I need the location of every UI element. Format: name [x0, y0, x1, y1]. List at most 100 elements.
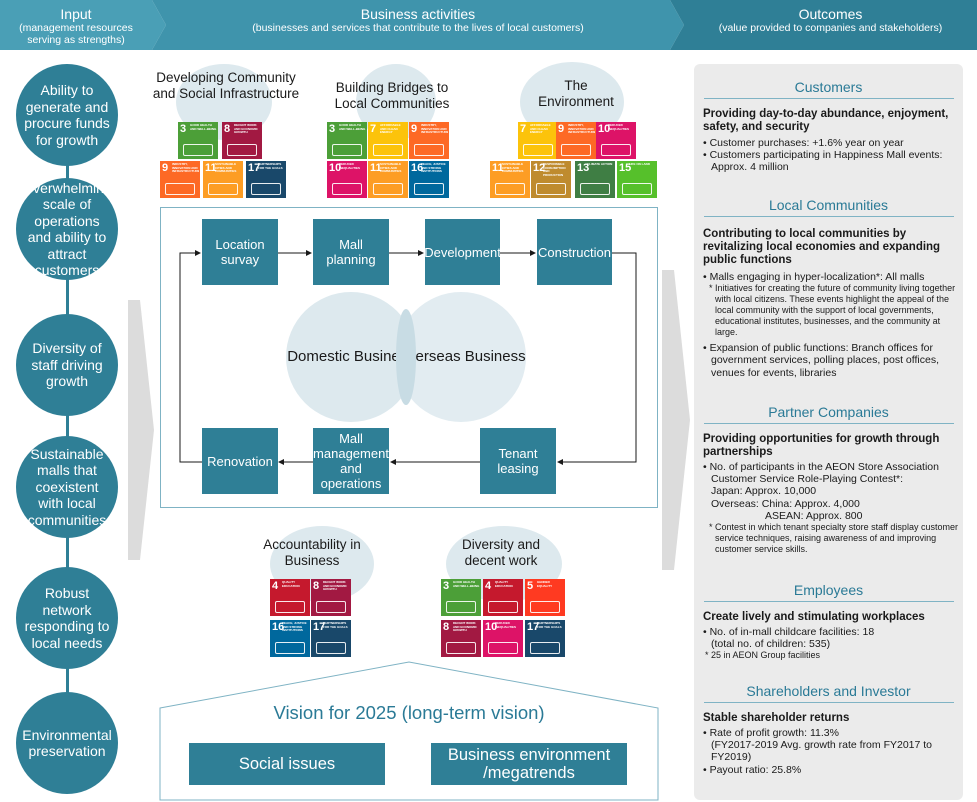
shareholders-payout: • Payout ratio: 25.8% [703, 763, 802, 776]
shareholders-heading: Stable shareholder returns [703, 712, 850, 724]
partners-contest: • No. of participants in the AEON Store … [703, 461, 939, 486]
partners-heading: Providing opportunities for growth throu… [703, 433, 940, 458]
vision-title: Vision for 2025 (long-term vision) [273, 702, 545, 723]
business-chevron [152, 0, 684, 50]
outcomes-header-title: Outcomes [798, 6, 863, 22]
business-environment-box: Business environment /megatrends [431, 743, 627, 785]
step-location-survey: Location survay [202, 219, 278, 285]
pillar-accountability: Accountability in Business [263, 537, 361, 568]
arrow-renovation-survey [179, 250, 202, 463]
domestic-business: Domestic Business [286, 292, 416, 422]
input-diversity: Diversity of staff driving growth [16, 314, 118, 416]
customers-purchases: • Customer purchases: +1.6% year on year [703, 137, 904, 149]
shareholders-title: Shareholders and Investor [746, 683, 911, 699]
communities-rule [704, 216, 954, 217]
employees-heading: Create lively and stimulating workplaces [703, 611, 925, 623]
business-header: Business activities (businesses and serv… [166, 0, 670, 50]
employees-children: (total no. of children: 535) [711, 638, 831, 651]
partners-rule [704, 423, 954, 424]
customers-heading: Providing day-to-day abundance, enjoymen… [703, 108, 949, 133]
step-mall-planning: Mall planning [313, 219, 389, 285]
outcomes-chevron [670, 0, 977, 50]
input-sustainable-malls: Sustainable malls that coexistent with l… [16, 436, 118, 538]
communities-malls: • Malls engaging in hyper-localization*:… [703, 271, 925, 283]
input-chevron [0, 0, 166, 50]
partners-title: Partner Companies [768, 404, 889, 420]
step-development: Development [424, 219, 501, 285]
customers-events: • Customers participating in Happiness M… [703, 149, 943, 174]
input-environment: Environmental preservation [16, 692, 118, 794]
step-renovation: Renovation [202, 428, 278, 494]
flow-arrow-left [128, 300, 154, 560]
partners-list: • No. of participants in the AEON Store … [703, 461, 961, 555]
outcomes-header: Outcomes (value provided to companies an… [684, 0, 977, 50]
step-construction: Construction [537, 219, 612, 285]
communities-public: • Expansion of public functions: Branch … [703, 342, 940, 379]
flow-arrow-right [662, 270, 690, 570]
input-scale: Overwhelming scale of operations and abi… [16, 178, 118, 280]
pillar-environment: The Environment [538, 78, 614, 109]
customers-list: • Customer purchases: +1.6% year on year… [703, 137, 961, 174]
input-funds: Ability to generate and procure funds fo… [16, 64, 118, 166]
pillar-community: Developing Community and Social Infrastr… [152, 70, 300, 101]
overseas-business: Overseas Business [396, 292, 526, 422]
customers-title: Customers [794, 79, 863, 95]
outcomes-header-subtitle: (value provided to companies and stakeho… [718, 22, 943, 34]
employees-list: • No. of in-mall childcare facilities: 1… [703, 626, 961, 661]
input-network: Robust network responding to local needs [16, 567, 118, 669]
outcomes-panel [694, 64, 963, 800]
partners-note: * Contest in which tenant specialty stor… [709, 522, 958, 555]
shareholders-list: • Rate of profit growth: 11.3% (FY2017-2… [703, 727, 961, 776]
social-issues-box: Social issues [189, 743, 385, 785]
communities-heading: Contributing to local communities by rev… [703, 228, 941, 266]
step-tenant-leasing: Tenant leasing [480, 428, 556, 494]
business-header-title: Business activities [360, 6, 476, 22]
inputs-connector [66, 100, 69, 750]
step-mall-management: Mall management and operations [313, 428, 389, 494]
communities-note: * Initiatives for creating the future of… [709, 283, 956, 338]
shareholders-growth-note: (FY2017-2019 Avg. growth rate from FY201… [711, 739, 933, 764]
business-header-subtitle: (businesses and services that contribute… [252, 22, 584, 34]
header-band [0, 0, 977, 50]
employees-childcare: • No. of in-mall childcare facilities: 1… [703, 626, 875, 638]
shareholders-profit-growth: • Rate of profit growth: 11.3% [703, 727, 839, 739]
employees-rule [704, 601, 954, 602]
partners-japan: Japan: Approx. 10,000 [711, 485, 817, 498]
communities-title: Local Communities [768, 197, 889, 213]
communities-list: • Malls engaging in hyper-localization*:… [703, 271, 961, 379]
employees-title: Employees [793, 582, 864, 598]
input-header-title: Input [60, 6, 92, 22]
partners-overseas: Overseas: China: Approx. 4,000 [711, 497, 860, 510]
shareholders-rule [704, 702, 954, 703]
input-header-subtitle: (management resources serving as strengt… [19, 22, 133, 46]
partners-asean: ASEAN: Approx. 800 [765, 509, 863, 522]
pillar-bridges: Building Bridges to Local Communities [334, 80, 450, 111]
